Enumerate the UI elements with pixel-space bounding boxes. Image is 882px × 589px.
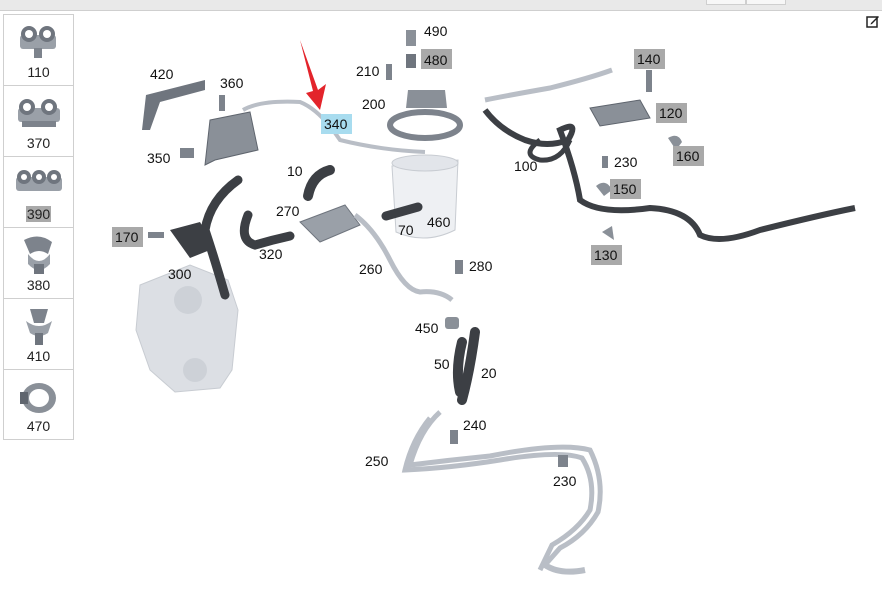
- callout-120[interactable]: 120: [659, 105, 683, 121]
- callout-160[interactable]: 160: [676, 148, 700, 164]
- hose-100-loop[interactable]: [527, 138, 573, 163]
- pipe-260[interactable]: [353, 213, 454, 302]
- screw-170[interactable]: [148, 232, 164, 238]
- sidebar-item-label: 410: [26, 348, 51, 364]
- callout-highlight: [673, 146, 704, 166]
- callout-280[interactable]: 280: [469, 258, 493, 274]
- parts-diagram: 490 480 210 200 420 360 340 350 10 270 7…: [112, 23, 856, 575]
- callout-130[interactable]: 130: [594, 247, 618, 263]
- callout-highlight: [421, 49, 452, 69]
- clip-130[interactable]: [602, 226, 614, 240]
- callout-450[interactable]: 450: [415, 320, 439, 336]
- injector-line-left[interactable]: [484, 67, 613, 103]
- pipe-assembly-250[interactable]: [401, 410, 603, 575]
- callout-150[interactable]: 150: [613, 181, 637, 197]
- pointer-arrow-icon: [300, 40, 326, 110]
- callout-350[interactable]: 350: [147, 150, 171, 166]
- clip-triple-icon: [16, 170, 62, 191]
- screw-350[interactable]: [180, 148, 194, 158]
- connector-270[interactable]: [299, 204, 361, 243]
- screw-360[interactable]: [219, 95, 225, 111]
- clip-150[interactable]: [596, 182, 612, 196]
- sidebar-item-label: 370: [26, 135, 51, 151]
- screw-240[interactable]: [450, 430, 458, 444]
- callout-340[interactable]: 340: [324, 116, 348, 132]
- bracket-350[interactable]: [204, 111, 259, 166]
- clip-clamp-icon: [24, 236, 52, 274]
- callout-360[interactable]: 360: [220, 75, 244, 91]
- sidebar-item-470[interactable]: 470: [3, 369, 74, 440]
- hose-320[interactable]: [239, 210, 295, 250]
- callout-70[interactable]: 70: [398, 222, 414, 238]
- callout-highlight: [634, 49, 665, 69]
- clip-double-icon: [20, 26, 56, 58]
- callout-170[interactable]: 170: [115, 229, 139, 245]
- sidebar-item-110[interactable]: 110: [3, 14, 74, 85]
- valve-300[interactable]: [170, 222, 215, 258]
- callout-10[interactable]: 10: [287, 163, 303, 179]
- sidebar-item-label: 390: [26, 206, 51, 222]
- callout-200[interactable]: 200: [362, 96, 386, 112]
- bracket-420[interactable]: [142, 80, 205, 130]
- callout-320[interactable]: 320: [259, 246, 283, 262]
- hose-10[interactable]: [303, 165, 335, 201]
- hose-100[interactable]: [482, 108, 856, 242]
- top-toolbar: [0, 0, 882, 11]
- clip-pin-icon: [26, 309, 52, 345]
- callout-140[interactable]: 140: [637, 51, 661, 67]
- toolbar-button[interactable]: [706, 0, 746, 5]
- clamp-450[interactable]: [445, 317, 459, 329]
- sidebar-item-label: 470: [26, 418, 51, 434]
- hose-70[interactable]: [381, 202, 423, 221]
- high-pressure-pump[interactable]: [135, 264, 239, 393]
- sidebar-item-380[interactable]: 380: [3, 227, 74, 298]
- callout-highlight: [610, 179, 641, 199]
- callout-210[interactable]: 210: [356, 63, 380, 79]
- sidebar-item-410[interactable]: 410: [3, 298, 74, 369]
- hose-clamp-icon: [20, 383, 56, 413]
- callout-highlight-selected: [321, 114, 352, 134]
- callout-260[interactable]: 260: [359, 261, 383, 277]
- screw-280[interactable]: [455, 260, 463, 274]
- callout-490[interactable]: 490: [424, 23, 448, 39]
- screw-140[interactable]: [646, 70, 652, 92]
- hose-50[interactable]: [452, 337, 467, 397]
- callout-highlight: [656, 103, 687, 123]
- callout-300[interactable]: 300: [168, 266, 192, 282]
- filter-bracket-200[interactable]: [387, 90, 463, 141]
- sidebar-item-label: 380: [26, 277, 51, 293]
- callout-100[interactable]: 100: [514, 158, 538, 174]
- screw-210[interactable]: [386, 64, 392, 80]
- toolbar-button[interactable]: [746, 0, 786, 5]
- sidebar-item-label: 110: [27, 64, 50, 80]
- edit-icon[interactable]: [866, 14, 880, 28]
- callout-460[interactable]: 460: [427, 214, 451, 230]
- sidebar-item-390[interactable]: 390: [3, 156, 74, 227]
- callout-230-upper[interactable]: 230: [614, 154, 638, 170]
- rail-120[interactable]: [589, 99, 651, 127]
- callout-240[interactable]: 240: [463, 417, 487, 433]
- callout-420[interactable]: 420: [150, 66, 174, 82]
- callout-230-lower[interactable]: 230: [553, 473, 577, 489]
- nut-480[interactable]: [406, 54, 416, 68]
- hose-300[interactable]: [200, 175, 243, 300]
- callout-480[interactable]: 480: [424, 52, 448, 68]
- fuel-filter-housing[interactable]: [391, 154, 459, 239]
- callout-highlight: [112, 227, 143, 247]
- clip-double-wide-icon: [18, 99, 60, 127]
- screw-490[interactable]: [406, 30, 416, 46]
- parts-sidebar: 110 370 390 380 410: [3, 14, 74, 440]
- callout-270[interactable]: 270: [276, 203, 300, 219]
- callout-50[interactable]: 50: [434, 356, 450, 372]
- callout-250[interactable]: 250: [365, 453, 389, 469]
- callout-highlight: [591, 245, 622, 265]
- hose-20[interactable]: [457, 327, 480, 405]
- nut-230-lower[interactable]: [558, 455, 568, 467]
- sidebar-item-370[interactable]: 370: [3, 85, 74, 156]
- callout-20[interactable]: 20: [481, 365, 497, 381]
- screw-230-upper[interactable]: [602, 156, 608, 168]
